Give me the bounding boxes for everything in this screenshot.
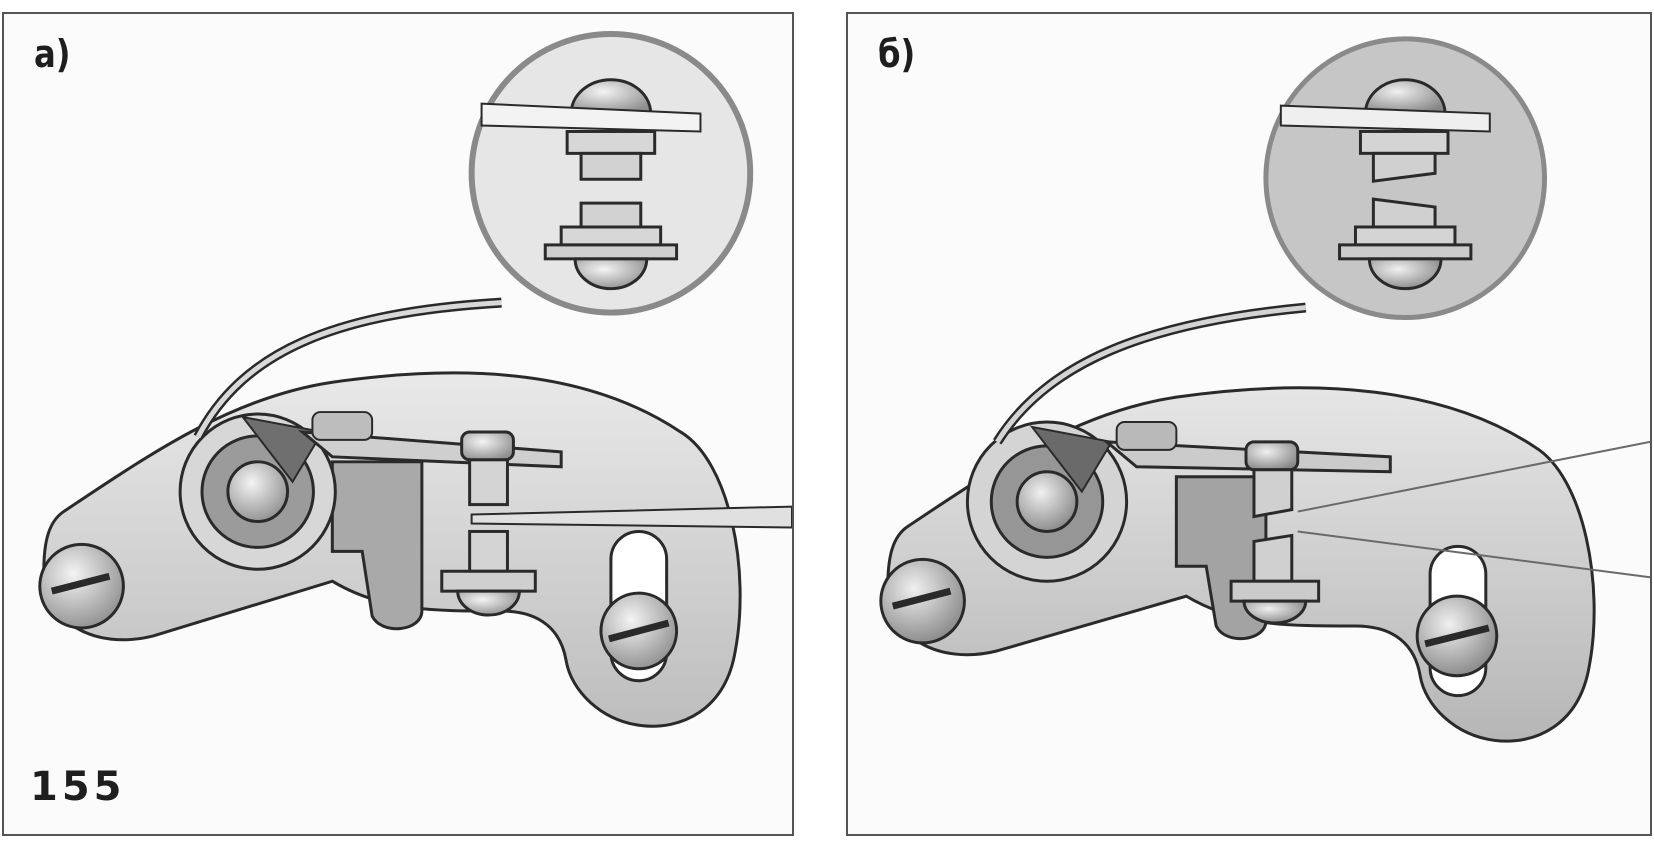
figure-number: 155 [30, 764, 126, 810]
left-clamp-screw [38, 542, 125, 630]
feeler-gauge [470, 505, 792, 529]
adjustment-slot-screw [599, 529, 679, 683]
left-clamp-screw [879, 557, 966, 645]
panel-label-a: а) [34, 32, 71, 76]
arm-pad [1115, 421, 1178, 451]
gap-leader-line-lower [1297, 530, 1650, 579]
gap-leader-line-upper [1297, 440, 1650, 513]
panel-b: б) [846, 12, 1652, 836]
lower-contact [1229, 533, 1321, 625]
panel-label-b: б) [878, 32, 916, 76]
panel-a: а) 155 [2, 12, 794, 836]
arm-pad [311, 411, 374, 441]
adjustment-slot-screw [1415, 544, 1499, 698]
upper-contact [460, 430, 515, 507]
breaker-assembly-aligned-illustration [38, 30, 792, 728]
upper-contact [1244, 440, 1300, 519]
pivot-post [330, 460, 424, 631]
contact-gap-detail-aligned [468, 30, 754, 316]
lower-contact [440, 529, 537, 617]
breaker-assembly-misaligned-illustration [879, 36, 1650, 743]
eccentric-cam-ring [965, 420, 1129, 583]
contact-gap-detail-misaligned [1263, 36, 1548, 321]
